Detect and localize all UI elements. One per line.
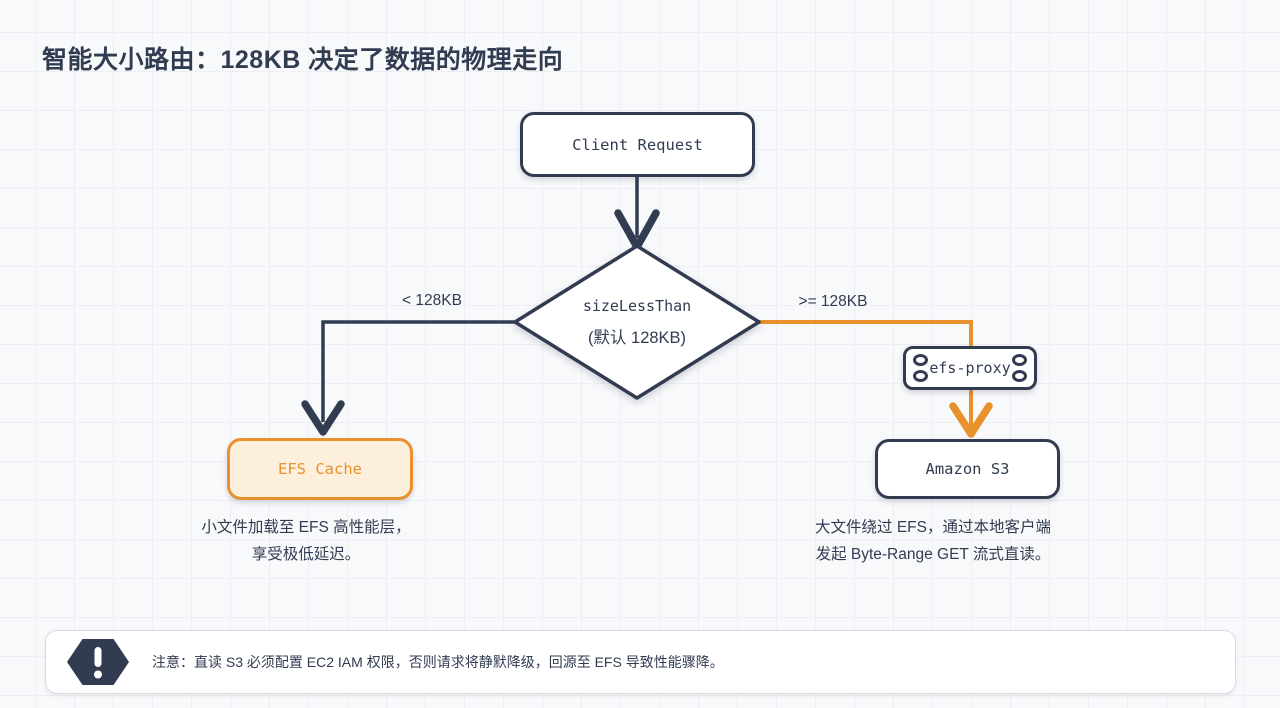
note-text: 注意：直读 S3 必须配置 EC2 IAM 权限，否则请求将静默降级，回源至 E… [152,654,724,670]
efs-proxy-node: efs-proxy [903,346,1037,390]
page-title: 智能大小路由：128KB 决定了数据的物理走向 [42,46,564,74]
bolt-icon [913,354,928,366]
bolt-icon [913,370,928,382]
amazon-s3-node: Amazon S3 [875,439,1060,499]
decision-diamond: sizeLessThan (默认 128KB) [515,297,759,348]
arrow-decision-to-efs [321,320,517,422]
s3-caption-line2: 发起 Byte-Range GET 流式直读。 [815,546,1051,563]
bolt-icon [1012,370,1027,382]
amazon-s3-label: Amazon S3 [925,460,1010,478]
efs-cache-node: EFS Cache [227,438,413,500]
branch-label-large-files: >= 128KB [798,293,868,310]
efs-caption: 小文件加载至 EFS 高性能层， 享受极低延迟。 [146,514,466,568]
s3-caption: 大文件绕过 EFS，通过本地客户端 发起 Byte-Range GET 流式直读… [773,514,1093,568]
s3-caption-line1: 大文件绕过 EFS，通过本地客户端 [815,519,1051,536]
client-request-label: Client Request [572,135,703,154]
arrowhead-down-icon [949,402,993,438]
arrowhead-down-icon [301,400,345,436]
note-banner: 注意：直读 S3 必须配置 EC2 IAM 权限，否则请求将静默降级，回源至 E… [45,630,1236,694]
client-request-node: Client Request [520,112,755,177]
efs-caption-line1: 小文件加载至 EFS 高性能层， [201,519,411,536]
efs-proxy-label: efs-proxy [929,359,1011,377]
bolt-icon [1012,354,1027,366]
arrow-decision-to-proxy [757,320,973,346]
decision-sublabel: (默认 128KB) [587,329,687,347]
alert-hexagon-icon [67,639,129,685]
decision-diamond-shape [513,244,761,400]
efs-cache-label: EFS Cache [278,460,362,478]
decision-label: sizeLessThan [582,297,692,315]
branch-label-small-files: < 128KB [402,292,462,309]
efs-caption-line2: 享受极低延迟。 [251,546,361,563]
